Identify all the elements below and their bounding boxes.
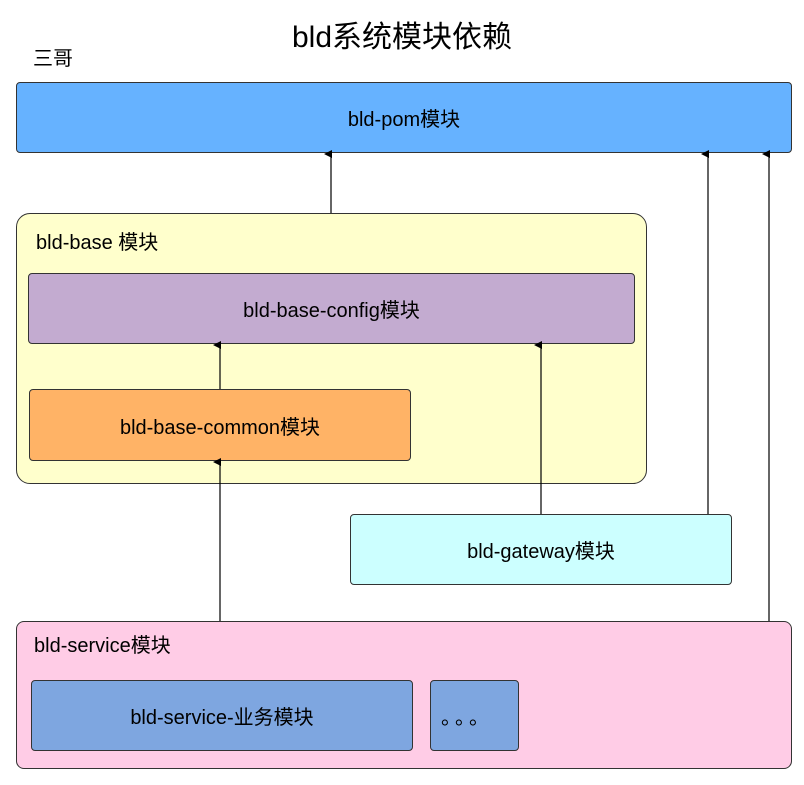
service-business-module-label: bld-service-业务模块 bbox=[130, 707, 314, 729]
base-config-module-label: bld-base-config模块 bbox=[243, 300, 420, 322]
base-common-module-label: bld-base-common模块 bbox=[119, 416, 321, 439]
pom-module-box: bld-pom模块 bbox=[16, 82, 792, 153]
service-more-module-box: 。。。 bbox=[430, 680, 519, 751]
gateway-module-label: bld-gateway模块 bbox=[467, 541, 615, 563]
gateway-module-box: bld-gateway模块 bbox=[350, 514, 732, 585]
service-module-label: bld-service模块 bbox=[34, 635, 171, 657]
base-config-module-box: bld-base-config模块 bbox=[28, 273, 635, 344]
service-business-module-box: bld-service-业务模块 bbox=[31, 680, 413, 751]
pom-module-label: bld-pom模块 bbox=[347, 109, 461, 131]
service-more-module-label: 。。。 bbox=[441, 707, 493, 729]
diagram-title: bld系统模块依赖 bbox=[291, 21, 513, 54]
base-module-label: bld-base 模块 bbox=[36, 232, 159, 254]
base-common-module-box: bld-base-common模块 bbox=[29, 389, 411, 461]
author-label: 三哥 bbox=[33, 48, 73, 70]
